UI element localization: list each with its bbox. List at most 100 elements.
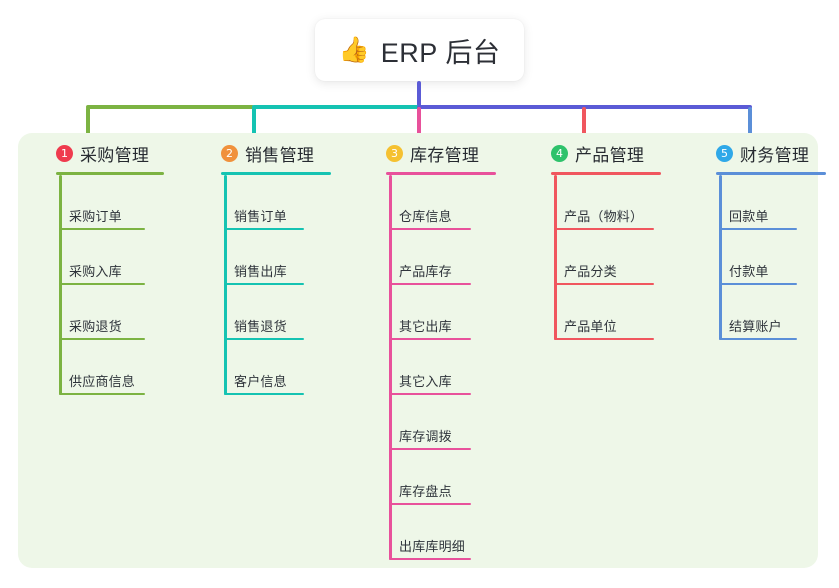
branch-item[interactable]: 回款单 bbox=[698, 175, 838, 230]
branch-item-underline bbox=[59, 338, 145, 340]
branch-header-2[interactable]: 2 销售管理 bbox=[203, 140, 353, 166]
branch-number-badge-1: 1 bbox=[56, 144, 73, 162]
branch-items-5: 回款单付款单结算账户 bbox=[698, 175, 838, 340]
branch-item-underline bbox=[389, 228, 471, 230]
branch-item[interactable]: 采购退货 bbox=[38, 285, 188, 340]
branch-item-underline bbox=[554, 338, 654, 340]
branch-header-3[interactable]: 3 库存管理 bbox=[368, 140, 518, 166]
branch-item[interactable]: 销售出库 bbox=[203, 230, 353, 285]
branch-spine-4 bbox=[554, 175, 557, 340]
branch-item-label: 回款单 bbox=[729, 209, 769, 224]
branch-header-underline-2 bbox=[221, 172, 331, 175]
branch-item-label: 产品（物料） bbox=[564, 209, 644, 224]
branch-item[interactable]: 供应商信息 bbox=[38, 340, 188, 395]
branch-item-label: 结算账户 bbox=[729, 319, 782, 334]
branch-title-5: 财务管理 bbox=[740, 145, 810, 165]
branches-panel bbox=[18, 133, 818, 568]
branch-item[interactable]: 产品单位 bbox=[533, 285, 683, 340]
branch-column-5: 5 财务管理回款单付款单结算账户 bbox=[698, 140, 838, 340]
branch-item-underline bbox=[224, 283, 304, 285]
branch-number-badge-5: 5 bbox=[716, 144, 733, 162]
branch-number-badge-2: 2 bbox=[221, 144, 238, 162]
branch-item[interactable]: 客户信息 bbox=[203, 340, 353, 395]
branch-header-underline-5 bbox=[716, 172, 826, 175]
branch-items-3: 仓库信息产品库存其它出库其它入库库存调拨库存盘点出库库明细 bbox=[368, 175, 518, 560]
branch-items-1: 采购订单采购入库采购退货供应商信息 bbox=[38, 175, 188, 395]
root-stem-connector bbox=[417, 81, 421, 109]
branch-item[interactable]: 付款单 bbox=[698, 230, 838, 285]
branch-header-1[interactable]: 1 采购管理 bbox=[38, 140, 188, 166]
branch-items-2: 销售订单销售出库销售退货客户信息 bbox=[203, 175, 353, 395]
branch-title-3: 库存管理 bbox=[410, 145, 480, 165]
branch-item-underline bbox=[389, 338, 471, 340]
branch-item-label: 其它入库 bbox=[399, 374, 452, 389]
branch-item[interactable]: 仓库信息 bbox=[368, 175, 518, 230]
branch-item-label: 其它出库 bbox=[399, 319, 452, 334]
branch-item-label: 供应商信息 bbox=[69, 374, 136, 389]
branch-item-label: 产品库存 bbox=[399, 264, 452, 279]
branch-spine-3 bbox=[389, 175, 392, 560]
root-node-card[interactable]: 👍 ERP 后台 bbox=[315, 19, 524, 81]
branch-item[interactable]: 库存盘点 bbox=[368, 450, 518, 505]
branch-item-label: 采购退货 bbox=[69, 319, 122, 334]
branch-drop-connector-4 bbox=[582, 107, 586, 145]
branch-item[interactable]: 库存调拨 bbox=[368, 395, 518, 450]
branch-item-label: 客户信息 bbox=[234, 374, 287, 389]
branch-item[interactable]: 其它出库 bbox=[368, 285, 518, 340]
branch-item-underline bbox=[389, 283, 471, 285]
branch-item-underline bbox=[389, 558, 471, 560]
branch-item[interactable]: 销售退货 bbox=[203, 285, 353, 340]
branch-number-badge-4: 4 bbox=[551, 144, 568, 162]
branch-item-underline bbox=[554, 228, 654, 230]
branch-item-underline bbox=[224, 228, 304, 230]
branch-item[interactable]: 采购入库 bbox=[38, 230, 188, 285]
branch-drop-connector-2 bbox=[252, 107, 256, 145]
branch-title-2: 销售管理 bbox=[245, 145, 315, 165]
branch-item-label: 销售订单 bbox=[234, 209, 287, 224]
branch-item[interactable]: 销售订单 bbox=[203, 175, 353, 230]
branch-column-2: 2 销售管理销售订单销售出库销售退货客户信息 bbox=[203, 140, 353, 395]
branch-header-underline-3 bbox=[386, 172, 496, 175]
branch-title-1: 采购管理 bbox=[80, 145, 150, 165]
branch-item[interactable]: 结算账户 bbox=[698, 285, 838, 340]
branch-item-label: 仓库信息 bbox=[399, 209, 452, 224]
branch-item-underline bbox=[389, 393, 471, 395]
branch-item-underline bbox=[59, 283, 145, 285]
branch-item-underline bbox=[224, 338, 304, 340]
branch-item-underline bbox=[389, 448, 471, 450]
branch-item[interactable]: 采购订单 bbox=[38, 175, 188, 230]
branch-item-label: 库存盘点 bbox=[399, 484, 452, 499]
branch-item-underline bbox=[224, 393, 304, 395]
branch-item-underline bbox=[59, 393, 145, 395]
branch-item[interactable]: 产品分类 bbox=[533, 230, 683, 285]
horizontal-connector-segment-1 bbox=[86, 105, 254, 109]
branch-item-label: 销售退货 bbox=[234, 319, 287, 334]
branch-column-3: 3 库存管理仓库信息产品库存其它出库其它入库库存调拨库存盘点出库库明细 bbox=[368, 140, 518, 560]
branch-number-badge-3: 3 bbox=[386, 144, 403, 162]
branch-item-underline bbox=[59, 228, 145, 230]
branch-item[interactable]: 出库库明细 bbox=[368, 505, 518, 560]
branch-drop-connector-5 bbox=[748, 107, 752, 145]
branch-item-label: 付款单 bbox=[729, 264, 769, 279]
branch-item-underline bbox=[719, 338, 797, 340]
branch-item-underline bbox=[389, 503, 471, 505]
branch-item-label: 采购订单 bbox=[69, 209, 122, 224]
branch-header-underline-4 bbox=[551, 172, 661, 175]
branch-item[interactable]: 其它入库 bbox=[368, 340, 518, 395]
branch-spine-1 bbox=[59, 175, 62, 395]
branch-header-5[interactable]: 5 财务管理 bbox=[698, 140, 838, 166]
thumbs-up-icon: 👍 bbox=[338, 35, 370, 64]
branch-drop-connector-3 bbox=[417, 107, 421, 145]
branch-items-4: 产品（物料） 产品分类产品单位 bbox=[533, 175, 683, 340]
branch-item-underline bbox=[719, 283, 797, 285]
branch-item-label: 出库库明细 bbox=[399, 539, 466, 554]
branch-column-1: 1 采购管理采购订单采购入库采购退货供应商信息 bbox=[38, 140, 188, 395]
branch-item-underline bbox=[719, 228, 797, 230]
branch-item-underline bbox=[554, 283, 654, 285]
root-node-title: ERP 后台 bbox=[380, 37, 501, 68]
branch-spine-2 bbox=[224, 175, 227, 395]
branch-item[interactable]: 产品（物料） bbox=[533, 175, 683, 230]
branch-item[interactable]: 产品库存 bbox=[368, 230, 518, 285]
